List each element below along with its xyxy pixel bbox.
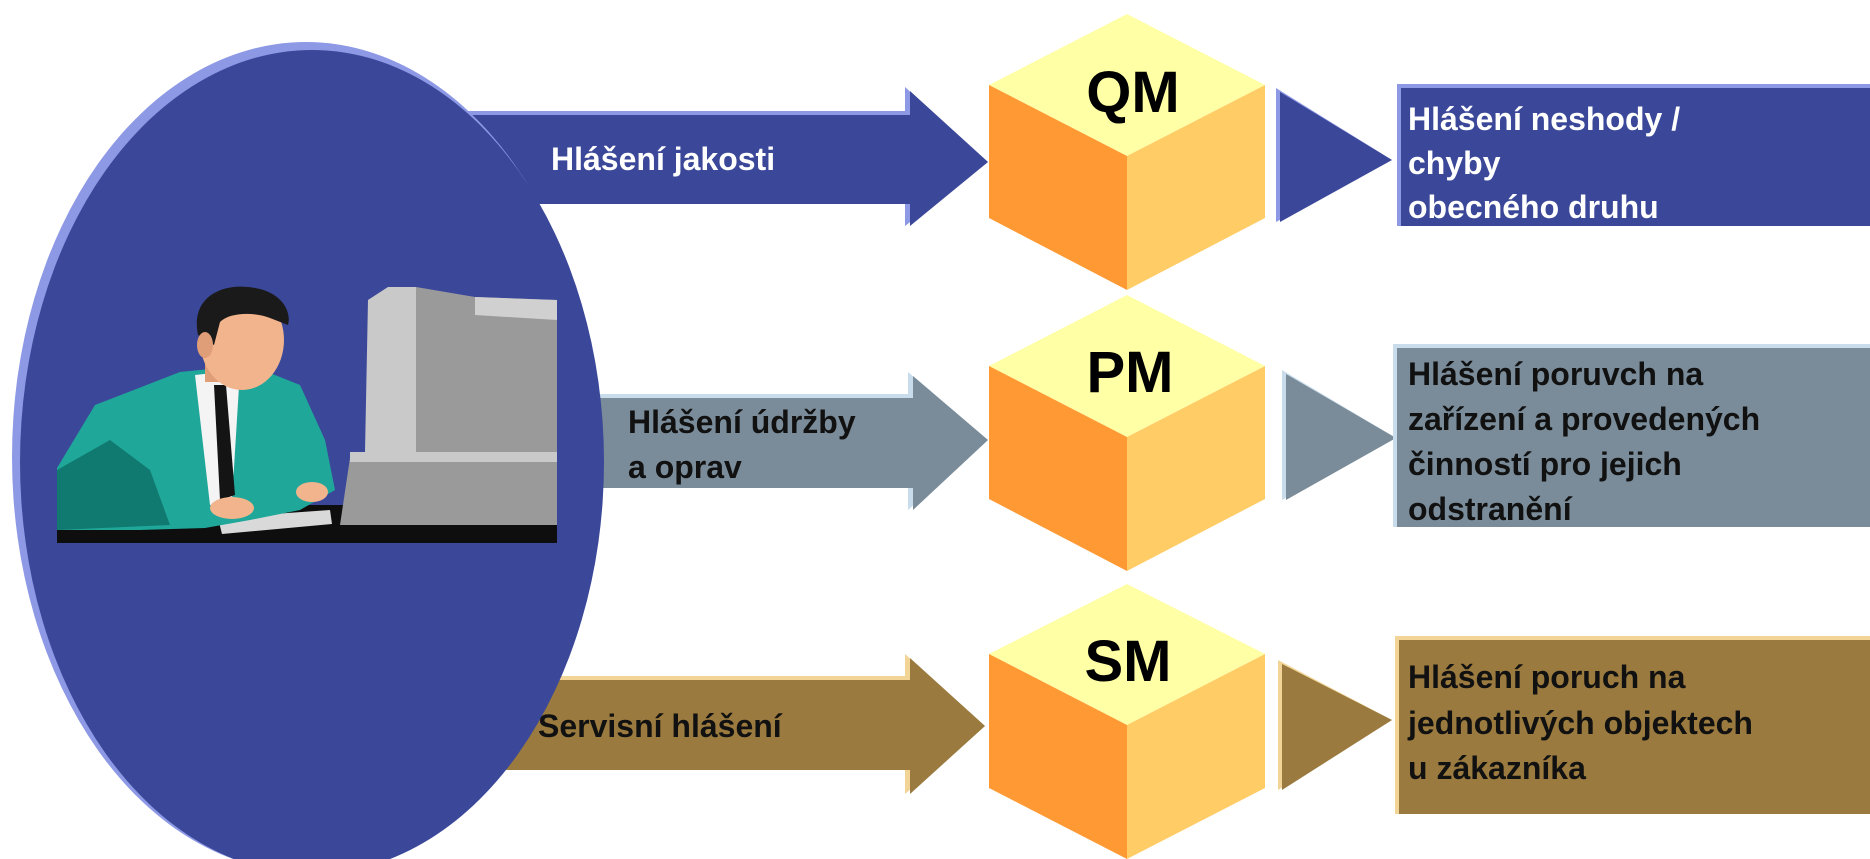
result-text-sm: Hlášení poruch na jednotlivých objektech… xyxy=(1407,659,1762,786)
output-arrow-pm-body xyxy=(1286,374,1396,500)
arrow-label-pm-line-2: a oprav xyxy=(628,449,742,485)
monitor-front xyxy=(365,287,416,452)
result-box-pm-body xyxy=(1397,348,1870,527)
result-box-sm-body xyxy=(1399,640,1870,814)
arrow-label-qm: Hlášení jakosti xyxy=(551,141,775,177)
cube-sm-right xyxy=(1127,654,1265,859)
result-text-qm-line-1: Hlášení neshody / xyxy=(1408,101,1680,137)
output-arrow-qm-body xyxy=(1280,92,1392,222)
result-box-pm xyxy=(1393,344,1870,527)
cube-qm-right xyxy=(1127,85,1265,290)
result-text-pm-line-2: zařízení a provedených xyxy=(1408,401,1760,437)
result-text-qm: Hlášení neshody / chyby obecného druhu xyxy=(1408,101,1689,225)
hair xyxy=(196,286,289,345)
cube-qm-left xyxy=(989,85,1127,290)
arrow-qm-body xyxy=(455,91,988,226)
result-text-sm-line-2: jednotlivých objektech xyxy=(1407,705,1753,741)
arrow-sm xyxy=(450,654,985,794)
result-text-pm: Hlášení poruvch na zařízení a provedenýc… xyxy=(1408,356,1769,527)
cpu-front xyxy=(340,452,557,525)
arrow-label-pm-line-1: Hlášení údržby xyxy=(628,404,856,440)
tie xyxy=(214,385,235,500)
arrow-qm xyxy=(450,87,988,226)
result-text-qm-line-2: chyby xyxy=(1408,145,1501,181)
cube-qm xyxy=(989,14,1265,290)
cube-pm-left xyxy=(989,366,1127,571)
cube-sm xyxy=(989,584,1265,859)
arrow-pm xyxy=(560,372,988,510)
arrow-pm-body xyxy=(565,376,988,510)
cube-sm-top xyxy=(989,584,1265,725)
monitor-side xyxy=(416,287,557,452)
hand-left xyxy=(210,497,254,519)
monitor-top xyxy=(475,297,557,320)
output-arrow-sm-body xyxy=(1282,664,1392,790)
user-at-computer-icon xyxy=(57,286,557,543)
module-label-sm: SM xyxy=(1085,629,1172,694)
ear xyxy=(197,332,213,358)
arrow-label-sm-line-1: Servisní hlášení xyxy=(538,708,783,744)
output-arrow-qm xyxy=(1276,88,1392,222)
cube-sm-left xyxy=(989,654,1127,859)
result-text-sm-line-1: Hlášení poruch na xyxy=(1408,659,1686,695)
arrow-label-pm: Hlášení údržby a oprav xyxy=(628,404,865,485)
result-text-qm-line-3: obecného druhu xyxy=(1408,189,1659,225)
hand-right xyxy=(296,482,328,502)
output-arrow-sm xyxy=(1278,660,1392,790)
result-text-sm-line-3: u zákazníka xyxy=(1408,750,1586,786)
module-label-qm: QM xyxy=(1086,60,1179,125)
arrow-sm-body xyxy=(455,658,985,794)
output-arrow-pm xyxy=(1282,370,1396,500)
cpu-top xyxy=(350,452,557,462)
result-text-pm-line-1: Hlášení poruvch na xyxy=(1408,356,1703,392)
result-text-pm-line-3: činností pro jejich xyxy=(1408,446,1682,482)
cube-pm xyxy=(989,295,1265,571)
cube-pm-right xyxy=(1127,366,1265,571)
jacket-shade xyxy=(57,440,170,530)
module-label-pm: PM xyxy=(1087,340,1174,405)
result-box-qm xyxy=(1397,84,1870,226)
arrow-label-qm-line-1: Hlášení jakosti xyxy=(551,141,775,177)
result-box-qm-body xyxy=(1401,88,1870,226)
result-text-pm-line-4: odstranění xyxy=(1408,491,1573,527)
result-box-sm xyxy=(1395,636,1870,814)
arrow-label-sm: Servisní hlášení xyxy=(538,708,783,744)
